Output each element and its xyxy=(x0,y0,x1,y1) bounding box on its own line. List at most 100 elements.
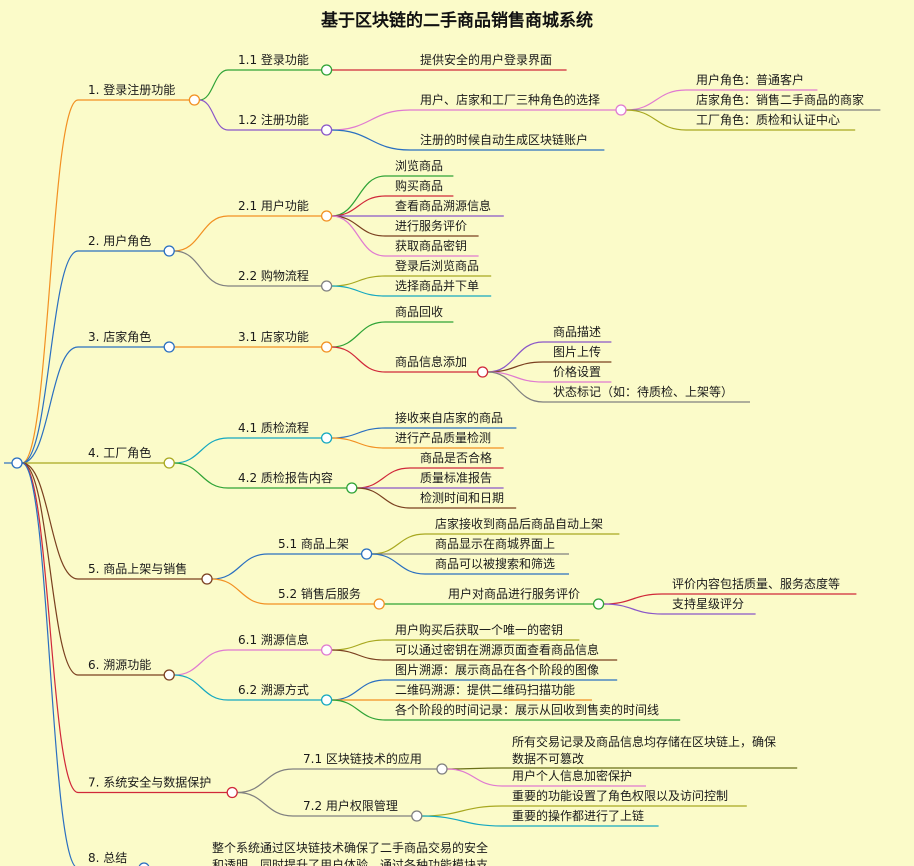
node-label-7-0: 整个系统通过区块链技术确保了二手商品交易的安全和透明，同时提升了用户体验，通过各… xyxy=(212,840,488,866)
edge-1-0-0 xyxy=(331,175,386,217)
edge-1-1-1 xyxy=(331,285,386,297)
node-label-2-0-0: 商品回收 xyxy=(395,304,443,319)
node-label-0-1-0-0: 用户角色：普通客户 xyxy=(696,72,804,87)
edge-0-1 xyxy=(199,99,229,131)
edge-5-0 xyxy=(174,649,229,676)
node-label-2-0-1: 商品信息添加 xyxy=(395,354,467,369)
node-label-3-1-2: 检测时间和日期 xyxy=(420,490,504,505)
edge-2-0-1-3 xyxy=(487,371,544,403)
node-knob-0[interactable] xyxy=(188,94,201,106)
node-knob-2[interactable] xyxy=(163,341,175,353)
edge-2 xyxy=(21,346,79,464)
edge-4-0-2 xyxy=(371,553,426,575)
node-label-1-0-2: 查看商品溯源信息 xyxy=(395,198,491,213)
edge-4-0 xyxy=(211,553,269,580)
node-label-2-0-1-2: 价格设置 xyxy=(553,364,601,379)
node-knob-3[interactable] xyxy=(163,457,175,469)
root-node[interactable] xyxy=(11,457,23,469)
node-knob-1[interactable] xyxy=(163,245,175,257)
node-knob-6-1[interactable] xyxy=(411,810,423,822)
node-knob-0-0[interactable] xyxy=(320,64,333,76)
node-label-4-0-0: 店家接收到商品后商品自动上架 xyxy=(435,516,603,531)
node-label-4-0: 5.1 商品上架 xyxy=(278,536,349,551)
edge-0-1-0 xyxy=(331,109,411,131)
node-label-5-0: 6.1 溯源信息 xyxy=(238,632,309,647)
edge-1-1 xyxy=(174,250,229,287)
node-label-0-1-0-2: 工厂角色：质检和认证中心 xyxy=(696,112,840,127)
node-knob-2-0-1[interactable] xyxy=(476,366,489,378)
node-label-3: 4. 工厂角色 xyxy=(88,446,151,460)
node-label-6-1: 7.2 用户权限管理 xyxy=(303,798,398,813)
node-knob-6[interactable] xyxy=(226,786,238,799)
node-knob-4-1[interactable] xyxy=(373,598,385,610)
node-label-1-0-4: 获取商品密钥 xyxy=(395,238,467,253)
node-knob-5[interactable] xyxy=(163,669,175,681)
edge-3-1 xyxy=(174,462,229,489)
node-label-5: 6. 溯源功能 xyxy=(88,657,151,672)
node-label-0-0-0: 提供安全的用户登录界面 xyxy=(420,52,552,67)
node-label-5-0-0: 用户购买后获取一个唯一的密钥 xyxy=(395,622,563,637)
edge-4 xyxy=(21,462,79,580)
node-knob-7[interactable] xyxy=(138,862,150,866)
node-knob-4-0[interactable] xyxy=(360,548,373,560)
edge-1-0 xyxy=(174,215,229,252)
node-knob-3-0[interactable] xyxy=(320,432,333,444)
node-label-4-1-0: 用户对商品进行服务评价 xyxy=(448,586,580,601)
node-knob-5-1[interactable] xyxy=(320,694,333,706)
edge-4-1-0-1 xyxy=(603,603,663,615)
edge-0-0 xyxy=(199,69,229,101)
edge-6-0 xyxy=(237,768,294,794)
node-label-4: 5. 商品上架与销售 xyxy=(88,561,187,576)
edge-6-0-1 xyxy=(446,768,503,787)
node-label-6-0-1: 用户个人信息加密保护 xyxy=(512,768,632,783)
edge-4-0-0 xyxy=(371,533,426,555)
node-knob-5-0[interactable] xyxy=(320,644,333,656)
node-label-2-0-1-0: 商品描述 xyxy=(553,324,601,339)
node-label-3-0: 4.1 质检流程 xyxy=(238,420,309,435)
page-title: 基于区块链的二手商品销售商城系统 xyxy=(320,10,593,31)
node-layer: 1. 登录注册功能1.1 登录功能提供安全的用户登录界面1.2 注册功能用户、店… xyxy=(11,52,864,866)
node-label-1-0-1: 购买商品 xyxy=(395,178,443,193)
node-label-6: 7. 系统安全与数据保护 xyxy=(88,775,211,790)
node-label-2-0-1-3: 状态标记（如：待质检、上架等） xyxy=(553,384,733,399)
node-label-5-0-1: 可以通过密钥在溯源页面查看商品信息 xyxy=(395,642,599,657)
edge-5 xyxy=(21,462,79,676)
node-label-3-0-1: 进行产品质量检测 xyxy=(395,430,491,445)
edge-3-0-1 xyxy=(331,437,386,449)
edge-6 xyxy=(21,462,79,794)
node-label-3-0-0: 接收来自店家的商品 xyxy=(395,410,503,425)
node-label-3-1: 4.2 质检报告内容 xyxy=(238,470,333,485)
edge-5-0-0 xyxy=(331,639,386,651)
node-knob-6-0[interactable] xyxy=(436,763,448,775)
node-label-6-0-0: 所有交易记录及商品信息均存储在区块链上，确保数据不可篡改 xyxy=(512,734,776,766)
node-label-6-1-1: 重要的操作都进行了上链 xyxy=(512,808,644,823)
node-knob-1-1[interactable] xyxy=(320,280,333,292)
node-label-2: 3. 店家角色 xyxy=(88,329,151,344)
node-knob-0-1-0[interactable] xyxy=(615,104,627,116)
node-label-4-1-0-1: 支持星级评分 xyxy=(672,596,744,611)
node-knob-4-1-0[interactable] xyxy=(592,598,605,610)
node-label-0-1-0-1: 店家角色：销售二手商品的商家 xyxy=(696,92,864,107)
edge-3-1-2 xyxy=(356,487,411,509)
edge-1-0-4 xyxy=(331,215,386,257)
node-label-1-1: 2.2 购物流程 xyxy=(238,268,309,283)
node-knob-4[interactable] xyxy=(201,573,213,585)
node-label-4-0-1: 商品显示在商城界面上 xyxy=(435,536,555,551)
node-knob-0-1[interactable] xyxy=(320,124,333,136)
node-label-1-1-0: 登录后浏览商品 xyxy=(395,258,479,273)
edge-7 xyxy=(21,462,77,866)
node-label-6-0: 7.1 区块链技术的应用 xyxy=(303,751,422,766)
node-label-1-0: 2.1 用户功能 xyxy=(238,198,309,213)
node-knob-2-0[interactable] xyxy=(320,341,333,353)
edge-2-0-0 xyxy=(331,321,386,348)
node-knob-3-1[interactable] xyxy=(346,482,358,494)
node-label-6-1-0: 重要的功能设置了角色权限以及访问控制 xyxy=(512,788,728,803)
edge-5-0-1 xyxy=(331,649,386,661)
edge-5-1-2 xyxy=(331,699,386,721)
node-label-2-0: 3.1 店家功能 xyxy=(238,329,309,344)
edge-1-0-1 xyxy=(331,195,386,217)
edge-3-0 xyxy=(174,437,229,464)
edge-0-1-0-2 xyxy=(625,109,687,131)
node-knob-1-0[interactable] xyxy=(320,210,333,222)
